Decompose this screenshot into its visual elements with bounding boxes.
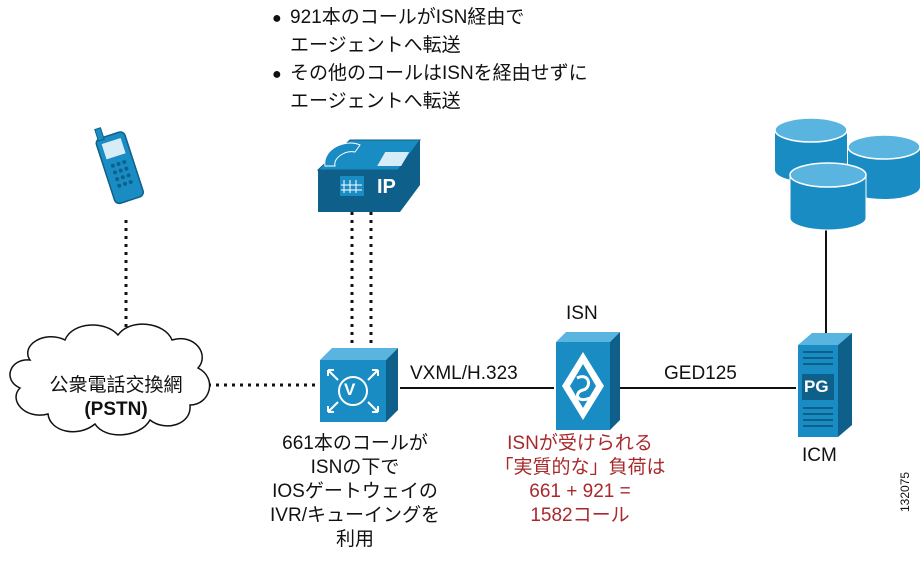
pstn-abbr: (PSTN) <box>84 399 148 420</box>
bullet-2: ● <box>272 66 282 83</box>
isn-caption-1: ISNが受けられる <box>507 433 653 454</box>
note-line-4: エージェントへ転送 <box>290 91 461 112</box>
note-line-2: エージェントへ転送 <box>290 35 461 56</box>
gateway-badge: V <box>344 380 356 399</box>
bullet-1: ● <box>272 10 282 27</box>
isn-caption-4: 1582コール <box>530 505 630 526</box>
ip-phone-icon <box>316 139 421 212</box>
note-line-3: その他のコールはISNを経由せずに <box>290 63 588 84</box>
figure-id: 132075 <box>898 471 912 512</box>
voice-gateway-icon <box>320 348 398 422</box>
pg-server-icon <box>798 333 852 437</box>
pg-badge: PG <box>804 377 829 396</box>
note-line-1: 921本のコールがISN経由で <box>290 7 525 28</box>
database-icon <box>789 162 867 231</box>
gateway-isn-link-label: VXML/H.323 <box>410 363 518 384</box>
isn-server-icon <box>556 332 620 430</box>
isn-label: ISN <box>566 303 598 324</box>
isn-icm-link-label: GED125 <box>664 363 737 384</box>
gateway-caption-5: 利用 <box>335 529 374 550</box>
gateway-caption-2: ISNの下で <box>310 457 400 478</box>
mobile-phone-icon <box>94 127 144 205</box>
database-icons <box>774 117 920 231</box>
isn-caption-2: 「実質的な」負荷は <box>494 457 666 478</box>
gateway-caption-1: 661本のコールが <box>282 433 428 454</box>
pstn-label: 公衆電話交換網 <box>49 375 183 396</box>
gateway-caption-4: IVR/キューイングを <box>270 505 440 526</box>
ip-phone-badge: IP <box>377 176 396 198</box>
gateway-caption-3: IOSゲートウェイの <box>272 481 438 502</box>
icm-label: ICM <box>802 445 837 466</box>
pstn-cloud-icon <box>9 323 211 436</box>
isn-caption-3: 661 + 921 = <box>529 481 631 502</box>
